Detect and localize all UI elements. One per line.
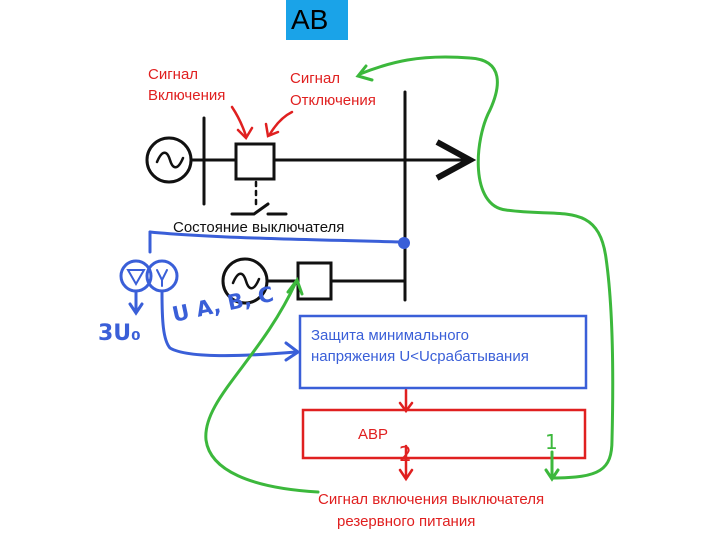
title-line-2: Р [291,37,310,40]
signal-on-line-1: Сигнал [148,66,198,83]
text-labels: Сигнал Включения Сигнал Отключения [148,66,376,109]
blue-elements [119,230,588,390]
path-1-label: 1 [545,430,558,454]
output-line-1: Сигнал включения выключателя [318,491,544,508]
avr-block [301,408,587,460]
breaker-1 [234,142,276,181]
green-elements [204,55,615,494]
output-line-2: резервного питания [337,513,475,530]
avr-label: АВР [358,426,388,443]
protection-block [298,314,588,390]
bus-node [398,237,410,249]
signal-on-line-2: Включения [148,87,225,104]
signal-off-line-2: Отключения [290,92,376,109]
breaker-state-label: Состояние выключателя [173,219,344,236]
power-system [145,90,470,305]
title-line-1: АВ [291,4,329,35]
title-badge: АВ Р [286,0,348,40]
protection-line-1: Защита минимального [311,327,469,344]
zero-sequence-label: 3U₀ [98,321,141,346]
protection-line-2: напряжения U<Uсрабатывания [311,348,529,365]
signal-off-line-1: Сигнал [290,70,340,87]
path-2-label: 2 [399,442,412,466]
red-elements [230,105,587,482]
